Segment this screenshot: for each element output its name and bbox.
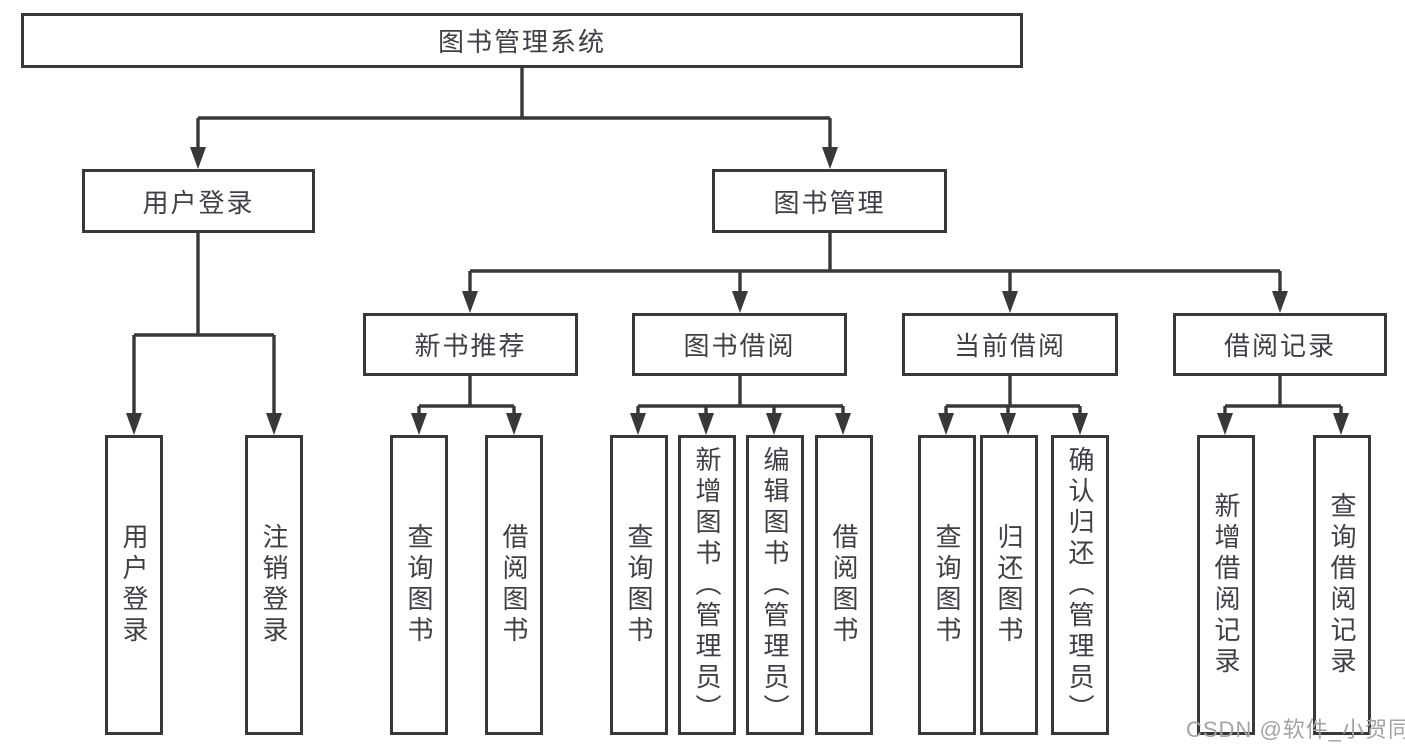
arrowhead-icon (732, 291, 748, 313)
node-user-login-label: 用户登录 (142, 187, 255, 218)
arrowhead-icon (1217, 413, 1233, 435)
leaf-borrow-edit: 编辑图书（管理员） (746, 435, 804, 735)
node-new-book-recommend-label: 新书推荐 (414, 331, 527, 361)
node-user-login: 用户登录 (82, 169, 315, 233)
node-new-book-recommend: 新书推荐 (363, 313, 578, 376)
leaf-borrow-query: 查询图书 (610, 435, 668, 735)
leaf-current-return: 归还图书 (980, 435, 1038, 735)
arrowhead-icon (938, 413, 954, 435)
leaf-user-login-label: 用户登录 (119, 523, 149, 647)
leaf-current-confirm-label: 确认归还（管理员） (1065, 445, 1095, 725)
node-book-borrow: 图书借阅 (632, 313, 847, 376)
connector-bookborrow-to-leaves (630, 376, 851, 435)
arrowhead-icon (766, 413, 782, 435)
node-library-system-label: 图书管理系统 (437, 27, 606, 57)
leaf-current-return-label: 归还图书 (994, 523, 1024, 647)
arrowhead-icon (1072, 413, 1088, 435)
leaf-borrow-add: 新增图书（管理员） (678, 435, 736, 735)
arrowhead-icon (462, 291, 478, 313)
leaf-logout-label: 注销登录 (259, 523, 289, 647)
leaf-borrow-query-label: 查询图书 (624, 523, 654, 647)
arrowhead-icon (1272, 291, 1288, 313)
connector-userlogin-to-leaves (126, 233, 282, 435)
leaf-newbooks-borrow: 借阅图书 (485, 435, 543, 735)
arrowhead-icon (630, 413, 646, 435)
leaf-borrow-add-label: 新增图书（管理员） (692, 445, 722, 725)
leaf-current-query-label: 查询图书 (932, 523, 962, 647)
arrowhead-icon (266, 413, 282, 435)
connector-root-to-level2 (190, 68, 838, 169)
node-borrow-records: 借阅记录 (1173, 313, 1387, 376)
leaf-borrow-borrow-label: 借阅图书 (829, 523, 859, 647)
node-book-management-label: 图书管理 (773, 187, 886, 218)
leaf-logout: 注销登录 (245, 435, 303, 735)
arrowhead-icon (506, 413, 522, 435)
node-book-management: 图书管理 (712, 169, 947, 233)
node-library-system: 图书管理系统 (21, 13, 1023, 68)
arrowhead-icon (1333, 413, 1349, 435)
connector-records-to-leaves (1217, 376, 1349, 435)
leaf-records-query: 查询借阅记录 (1313, 435, 1371, 735)
leaf-user-login: 用户登录 (105, 435, 163, 735)
arrowhead-icon (698, 413, 714, 435)
leaf-current-confirm: 确认归还（管理员） (1051, 435, 1109, 735)
watermark-text: CSDN @软件_小贺同学 (1186, 717, 1405, 742)
leaf-current-query: 查询图书 (918, 435, 976, 735)
leaf-borrow-borrow: 借阅图书 (815, 435, 873, 735)
node-book-borrow-label: 图书借阅 (683, 331, 796, 361)
leaf-records-add: 新增借阅记录 (1197, 435, 1255, 735)
leaf-records-add-label: 新增借阅记录 (1211, 492, 1241, 678)
leaf-newbooks-query: 查询图书 (390, 435, 448, 735)
leaf-newbooks-query-label: 查询图书 (404, 523, 434, 647)
node-current-borrow: 当前借阅 (902, 313, 1118, 376)
arrowhead-icon (822, 147, 838, 169)
arrowhead-icon (1002, 291, 1018, 313)
connector-bookmgmt-to-level3 (462, 233, 1288, 313)
node-borrow-records-label: 借阅记录 (1223, 331, 1336, 361)
arrowhead-icon (1000, 413, 1016, 435)
connector-currentborrow-to-leaves (938, 376, 1088, 435)
leaf-newbooks-borrow-label: 借阅图书 (499, 523, 529, 647)
connector-newbooks-to-leaves (411, 376, 522, 435)
node-current-borrow-label: 当前借阅 (953, 331, 1066, 361)
arrowhead-icon (411, 413, 427, 435)
leaf-records-query-label: 查询借阅记录 (1327, 492, 1357, 678)
leaf-borrow-edit-label: 编辑图书（管理员） (760, 445, 790, 725)
arrowhead-icon (835, 413, 851, 435)
arrowhead-icon (126, 413, 142, 435)
arrowhead-icon (190, 147, 206, 169)
